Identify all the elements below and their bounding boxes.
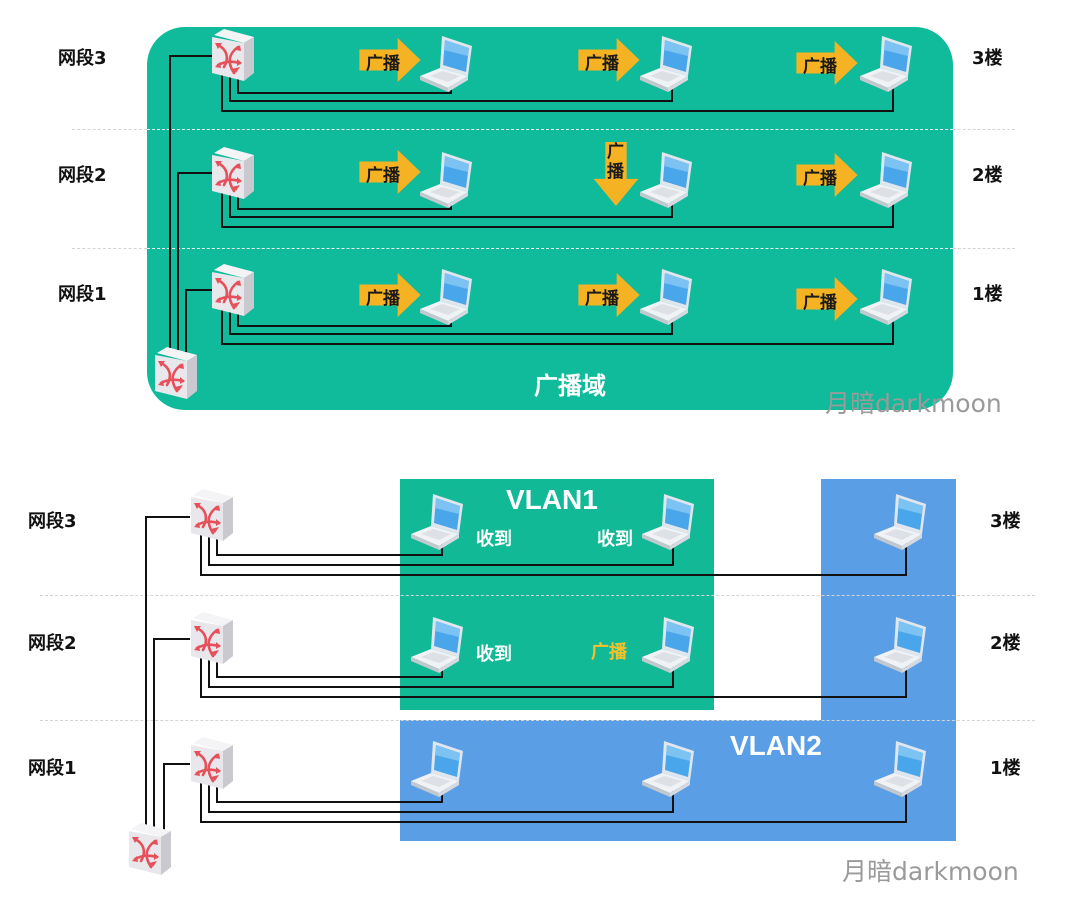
received-label: 收到 xyxy=(476,529,512,550)
broadcast-arrow: 广播 xyxy=(358,38,422,84)
laptop-icon xyxy=(872,490,934,552)
vlan2-label: VLAN2 xyxy=(730,730,822,761)
laptop-icon xyxy=(640,737,702,799)
divider-line xyxy=(953,248,1015,249)
core-switch-icon xyxy=(153,345,199,401)
vlan1-label: VLAN1 xyxy=(506,484,598,515)
cable xyxy=(208,656,674,688)
broadcast-arrow-down: 广播 xyxy=(593,142,639,208)
broadcast-label: 广播 xyxy=(803,293,837,313)
floor-label: 1楼 xyxy=(990,758,1021,779)
switch-icon xyxy=(210,145,256,201)
cable xyxy=(221,305,894,345)
laptop-icon xyxy=(409,613,471,675)
floor-label: 3楼 xyxy=(972,48,1003,69)
arrow-right-icon xyxy=(796,153,858,197)
cable xyxy=(200,781,907,823)
segment-label: 网段2 xyxy=(28,633,77,654)
arrow-right-icon xyxy=(578,38,640,82)
divider-line xyxy=(72,248,147,249)
broadcast-arrow: 广播 xyxy=(358,150,422,196)
broadcast-label: 广播 xyxy=(607,142,624,182)
segment-label: 网段2 xyxy=(58,165,107,186)
arrow-right-icon xyxy=(796,277,858,321)
divider-line xyxy=(72,129,147,130)
watermark: 月暗darkmoon xyxy=(825,389,1002,418)
laptop-icon xyxy=(872,737,934,799)
segment-label: 网段1 xyxy=(28,758,77,779)
broadcast-domain-label: 广播域 xyxy=(534,372,606,400)
cable xyxy=(185,289,213,355)
broadcast-label: 广播 xyxy=(585,54,619,74)
broadcast-label: 广播 xyxy=(803,57,837,77)
divider-line xyxy=(40,720,1035,721)
broadcast-source-label: 广播 xyxy=(591,642,627,663)
laptop-icon xyxy=(858,265,920,327)
arrow-right-icon xyxy=(359,38,421,82)
divider-line xyxy=(147,129,953,130)
floor-label: 1楼 xyxy=(972,284,1003,305)
broadcast-label: 广播 xyxy=(366,166,400,186)
switch-icon xyxy=(189,735,235,791)
segment-label: 网段3 xyxy=(28,511,77,532)
cable xyxy=(163,763,190,831)
cable xyxy=(177,172,213,355)
laptop-icon xyxy=(638,265,700,327)
broadcast-arrow: 广播 xyxy=(358,273,422,319)
laptop-icon xyxy=(418,265,480,327)
divider-line xyxy=(953,129,1015,130)
cable xyxy=(153,638,190,831)
floor-label: 2楼 xyxy=(972,165,1003,186)
arrow-right-icon xyxy=(359,150,421,194)
broadcast-arrow: 广播 xyxy=(795,277,859,323)
switch-icon xyxy=(210,262,256,318)
broadcast-arrow: 广播 xyxy=(577,273,641,319)
arrow-right-icon xyxy=(359,273,421,317)
segment-label: 网段1 xyxy=(58,284,107,305)
broadcast-domain-region xyxy=(147,27,953,410)
laptop-icon xyxy=(858,148,920,210)
watermark: 月暗darkmoon xyxy=(842,857,1019,886)
divider-line xyxy=(40,595,1035,596)
arrow-right-icon xyxy=(578,273,640,317)
laptop-icon xyxy=(409,490,471,552)
cable xyxy=(221,72,894,112)
broadcast-label: 广播 xyxy=(803,169,837,189)
laptop-icon xyxy=(418,148,480,210)
divider-line xyxy=(147,248,953,249)
core-switch-icon xyxy=(127,821,173,877)
broadcast-arrow: 广播 xyxy=(795,153,859,199)
broadcast-label: 广播 xyxy=(366,289,400,309)
cable xyxy=(200,656,907,698)
cable xyxy=(208,781,674,813)
broadcast-arrow: 广播 xyxy=(795,41,859,87)
switch-icon xyxy=(189,487,235,543)
switch-icon xyxy=(189,610,235,666)
cable xyxy=(221,188,894,228)
laptop-icon xyxy=(640,490,702,552)
laptop-icon xyxy=(872,613,934,675)
arrow-right-icon xyxy=(796,41,858,85)
laptop-icon xyxy=(638,148,700,210)
switch-icon xyxy=(210,27,256,83)
floor-label: 3楼 xyxy=(990,511,1021,532)
broadcast-label: 广播 xyxy=(366,54,400,74)
laptop-icon xyxy=(858,32,920,94)
broadcast-arrow: 广播 xyxy=(577,38,641,84)
broadcast-label: 广播 xyxy=(585,289,619,309)
arrow-down-icon xyxy=(593,142,639,206)
segment-label: 网段3 xyxy=(58,48,107,69)
floor-label: 2楼 xyxy=(990,633,1021,654)
laptop-icon xyxy=(638,32,700,94)
cable xyxy=(208,534,674,566)
laptop-icon xyxy=(409,737,471,799)
cable xyxy=(169,55,213,355)
received-label: 收到 xyxy=(597,529,633,550)
laptop-icon xyxy=(418,32,480,94)
laptop-icon xyxy=(640,613,702,675)
cable xyxy=(200,534,907,576)
received-label: 收到 xyxy=(476,644,512,665)
vlan2-region-upper xyxy=(821,479,956,720)
cable xyxy=(145,516,190,831)
